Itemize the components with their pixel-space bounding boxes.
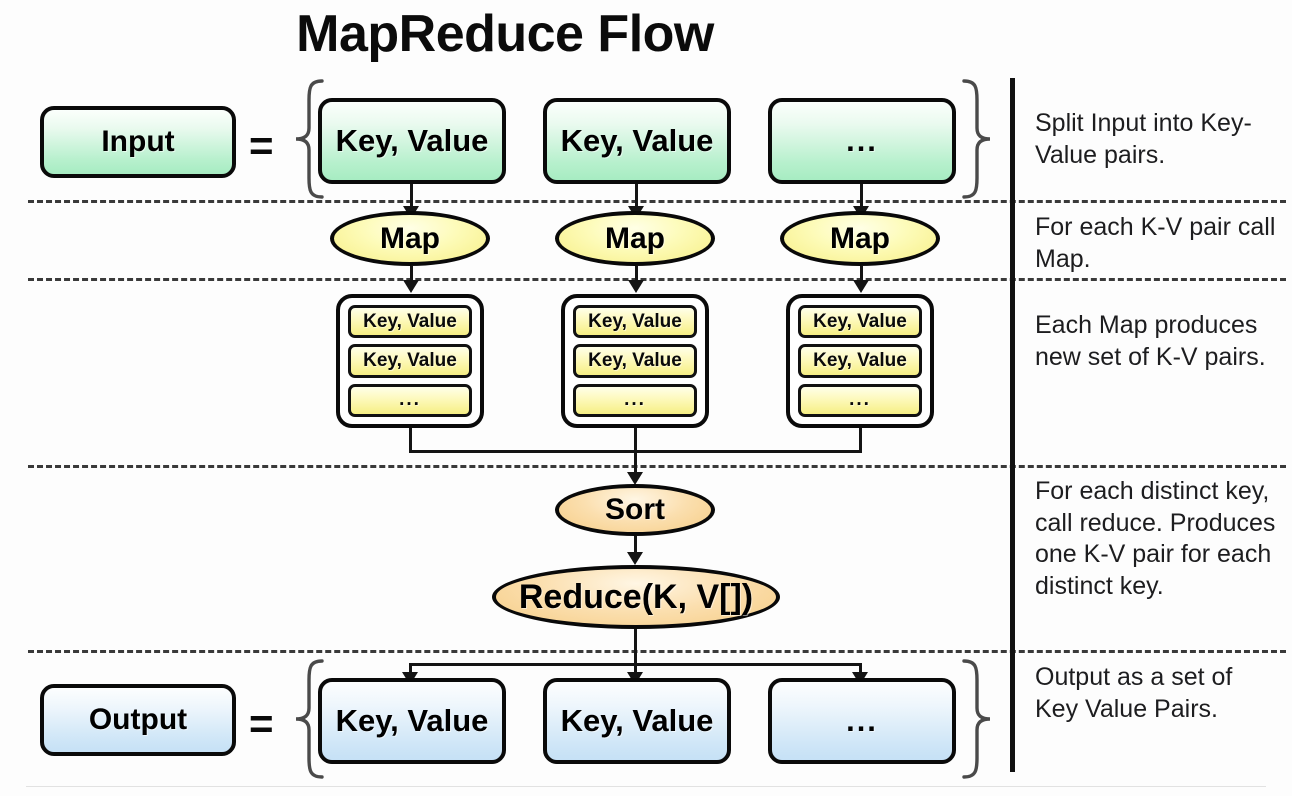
connector-out1	[409, 663, 412, 677]
connector-map-stack-1	[410, 266, 413, 286]
sort-node[interactable]: Sort	[555, 484, 715, 536]
intermediate-kv-cell[interactable]: Key, Value	[573, 305, 697, 339]
input-closing-brace	[962, 79, 991, 199]
connector-out2	[634, 663, 637, 677]
arrowhead-map-stack-3	[853, 280, 869, 293]
output-kv-box-3[interactable]: ...	[768, 678, 956, 764]
arrowhead-map-stack-1	[403, 280, 419, 293]
intermediate-stack-3[interactable]: Key, Value Key, Value ...	[786, 294, 934, 428]
arrowhead-sort	[627, 472, 643, 485]
input-node[interactable]: Input	[40, 106, 236, 178]
connector-input-map-3	[860, 184, 863, 212]
output-opening-brace	[295, 659, 324, 779]
map-node-2[interactable]: Map	[555, 211, 715, 266]
map-node-3[interactable]: Map	[780, 211, 940, 266]
annotation-output: Output as a set of Key Value Pairs.	[1035, 663, 1233, 723]
intermediate-kv-cell[interactable]: ...	[573, 383, 697, 417]
intermediate-kv-cell[interactable]: ...	[348, 383, 472, 417]
intermediate-stack-2[interactable]: Key, Value Key, Value ...	[561, 294, 709, 428]
output-kv-box-2[interactable]: Key, Value	[543, 678, 731, 764]
output-closing-brace	[962, 659, 991, 779]
band-separator-4	[28, 650, 1286, 653]
input-kv-box-2[interactable]: Key, Value	[543, 98, 731, 184]
annotation-divider	[1010, 78, 1015, 772]
intermediate-kv-cell[interactable]: Key, Value	[798, 305, 922, 339]
intermediate-kv-cell[interactable]: Key, Value	[798, 344, 922, 378]
reduce-node[interactable]: Reduce(K, V[])	[492, 565, 780, 629]
connector-map-stack-3	[860, 266, 863, 286]
intermediate-kv-cell[interactable]: Key, Value	[348, 344, 472, 378]
connector-sort-reduce	[634, 536, 637, 558]
band-separator-2	[28, 278, 1286, 281]
connector-reduce-down	[634, 629, 637, 665]
connector-input-map-1	[410, 184, 413, 212]
output-kv-box-1[interactable]: Key, Value	[318, 678, 506, 764]
annotation-split-input: Split Input into Key-Value pairs.	[1035, 109, 1252, 169]
intermediate-kv-cell[interactable]: Key, Value	[573, 344, 697, 378]
input-kv-box-1[interactable]: Key, Value	[318, 98, 506, 184]
input-kv-box-3[interactable]: ...	[768, 98, 956, 184]
band-separator-1	[28, 200, 1286, 203]
connector-stack1-down	[409, 428, 412, 452]
footer-rule	[26, 786, 1266, 787]
intermediate-stack-1[interactable]: Key, Value Key, Value ...	[336, 294, 484, 428]
arrowhead-map-stack-2	[628, 280, 644, 293]
input-opening-brace	[295, 79, 324, 199]
map-node-1[interactable]: Map	[330, 211, 490, 266]
output-node[interactable]: Output	[40, 684, 236, 756]
connector-map-stack-2	[635, 266, 638, 286]
connector-stack3-down	[859, 428, 862, 452]
annotation-call-map: For each K-V pair call Map.	[1035, 213, 1276, 273]
band-separator-3	[28, 465, 1286, 468]
intermediate-kv-cell[interactable]: Key, Value	[348, 305, 472, 339]
page-title: MapReduce Flow	[296, 5, 714, 63]
connector-fanin-center	[634, 428, 637, 478]
input-equals-sign: =	[249, 122, 274, 169]
arrowhead-reduce	[627, 552, 643, 565]
annotation-map-output: Each Map produces new set of K-V pairs.	[1035, 311, 1266, 371]
intermediate-kv-cell[interactable]: ...	[798, 383, 922, 417]
connector-input-map-2	[635, 184, 638, 212]
annotation-reduce: For each distinct key, call reduce. Prod…	[1035, 477, 1276, 600]
connector-out3	[859, 663, 862, 677]
output-equals-sign: =	[249, 700, 274, 747]
